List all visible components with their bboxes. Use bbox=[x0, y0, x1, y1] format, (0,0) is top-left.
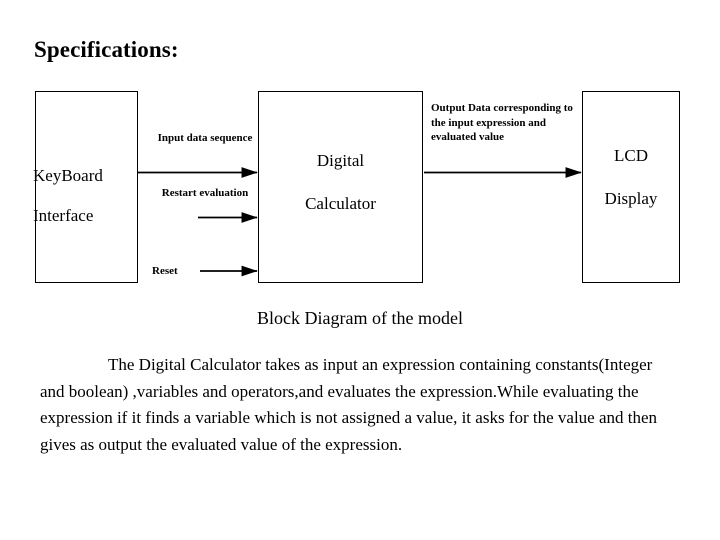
page-title: Specifications: bbox=[34, 37, 179, 62]
block-keyboard-label-line1: KeyBoard bbox=[33, 166, 103, 185]
block-digital-calculator-label-line1: Digital bbox=[316, 151, 365, 170]
block-lcd-display-label-line1: LCD bbox=[614, 146, 648, 165]
arrow-label-input-data: Input data sequence bbox=[157, 132, 253, 144]
body-paragraph: The Digital Calculator takes as input an… bbox=[40, 355, 658, 454]
diagram-caption: Block Diagram of the model bbox=[257, 308, 463, 328]
arrow-label-output-data: Output Data corresponding to the input e… bbox=[431, 102, 573, 143]
block-keyboard-label-line2: Interface bbox=[33, 206, 94, 225]
block-diagram: KeyBoard Interface Digital Calculator LC… bbox=[33, 91, 680, 283]
block-keyboard-interface bbox=[35, 91, 138, 283]
block-digital-calculator-label-line2: Calculator bbox=[305, 194, 376, 213]
block-digital-calculator bbox=[258, 91, 423, 283]
arrow-label-restart-evaluation: Restart evaluation bbox=[161, 187, 249, 199]
block-lcd-display bbox=[582, 91, 680, 283]
arrow-label-reset: Reset bbox=[152, 265, 178, 277]
block-lcd-display-label-line2: Display bbox=[604, 189, 658, 208]
